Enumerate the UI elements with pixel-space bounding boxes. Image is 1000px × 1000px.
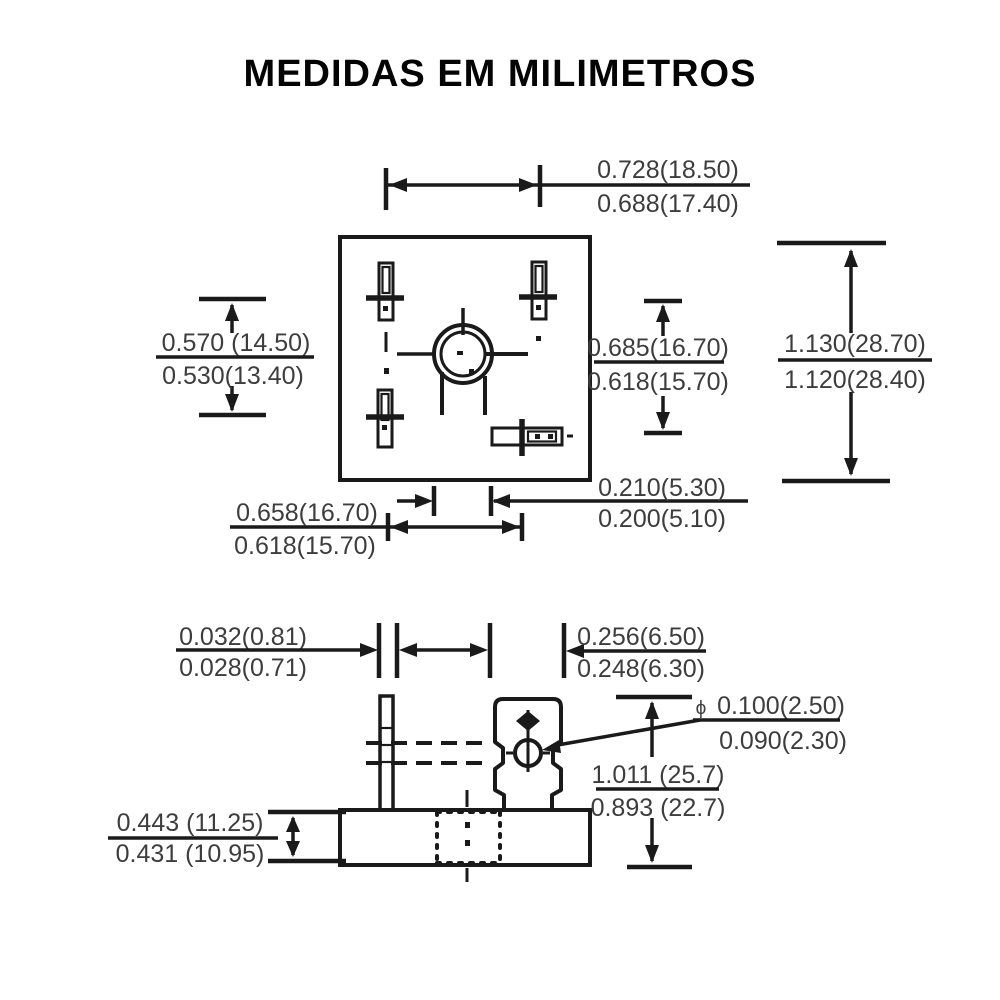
arrowhead-leader	[542, 740, 561, 753]
dim-min-label: 1.120(28.40)	[784, 366, 926, 394]
dim-top-width: 0.728(18.50) 0.688(17.40)	[383, 156, 750, 218]
side-view	[338, 694, 592, 882]
terminal-blade	[490, 426, 564, 447]
hole-center-dot	[457, 351, 463, 355]
terminal-top-right	[519, 260, 557, 341]
terminal-dot	[548, 434, 553, 439]
tab-anchor-diamond	[516, 711, 540, 731]
diameter-symbol: ϕ	[696, 698, 707, 719]
terminal-dot	[382, 425, 387, 430]
terminal-dot	[383, 306, 388, 311]
faston-tab	[493, 697, 563, 810]
dim-max-label: 0.685(16.70)	[587, 334, 729, 362]
dim-max-label: 1.011 (25.7)	[592, 761, 725, 789]
dim-min-label: 0.688(17.40)	[597, 190, 739, 218]
dim-min-label: 0.893 (22.7)	[591, 794, 726, 822]
dim-min-label: 0.200(5.10)	[598, 505, 726, 533]
dim-min-label: 0.248(6.30)	[577, 655, 705, 683]
dim-min-label: 0.618(15.70)	[234, 532, 376, 560]
page-title: MEDIDAS EM MILIMETROS	[244, 53, 757, 95]
dim-min-label: 0.090(2.30)	[719, 727, 847, 755]
arrowhead-down	[656, 412, 670, 430]
terminal-dot	[536, 305, 541, 310]
arrowhead-down	[225, 394, 239, 412]
leader-line	[551, 718, 701, 748]
arrowhead-right	[502, 520, 520, 534]
terminal-blade	[530, 260, 548, 321]
dim-max-label: 0.210(5.30)	[598, 474, 726, 502]
terminal-bottom-right	[490, 419, 573, 456]
arrowhead-right	[470, 643, 488, 657]
arrowhead-left	[399, 643, 417, 657]
left-terminals-centerline	[384, 332, 389, 374]
terminal-top-left	[366, 261, 404, 322]
dim-max-label: 0.032(0.81)	[179, 623, 307, 651]
dim-max-label: 1.130(28.70)	[784, 330, 926, 358]
terminal-slot	[381, 265, 391, 295]
arrowhead-left	[389, 178, 407, 192]
centerline-dot	[465, 822, 470, 828]
arrowhead-right	[519, 178, 537, 192]
arrowhead-down	[645, 845, 659, 863]
dim-min-label: 0.618(15.70)	[587, 368, 729, 396]
lead-pin	[378, 694, 395, 812]
tab-hole	[513, 738, 543, 768]
dim-overall-height: 1.130(28.70) 1.120(28.40)	[777, 240, 932, 484]
top-view	[338, 235, 592, 482]
package-outline	[338, 235, 592, 482]
terminal-slot	[380, 392, 390, 422]
arrowhead-up	[844, 249, 858, 267]
dim-lead-thickness: 0.032(0.81) 0.028(0.71)	[176, 623, 488, 682]
dim-max-label: 0.443 (11.25)	[117, 809, 264, 837]
dim-center-gap: 0.210(5.30) 0.200(5.10)	[397, 474, 748, 533]
arrowhead-up	[645, 701, 659, 719]
dim-min-label: 0.530(13.40)	[162, 362, 304, 390]
dim-tab-width: 0.256(6.50) 0.248(6.30)	[487, 623, 706, 683]
dim-base-height: 0.443 (11.25) 0.431 (10.95)	[108, 809, 346, 868]
center-mounting-hole	[397, 308, 528, 415]
arrowhead-up	[286, 816, 300, 832]
dim-terminal-height: 0.685(16.70) 0.618(15.70)	[587, 298, 729, 436]
terminal-blade	[377, 261, 395, 322]
arrowhead-right	[360, 643, 378, 657]
centerline-dot	[536, 336, 541, 341]
dim-bottom-width: 0.658(16.70) 0.618(15.70)	[230, 499, 525, 560]
arrowhead-right	[415, 494, 433, 508]
arrowhead-up	[656, 304, 670, 322]
arrowhead-left	[566, 644, 584, 658]
centerline-dot	[465, 840, 470, 846]
terminal-bottom-left	[366, 388, 404, 449]
hidden-hole	[435, 790, 502, 882]
body-base	[338, 808, 592, 867]
arrowhead-up	[225, 303, 239, 321]
dim-max-label: 0.658(16.70)	[236, 499, 378, 527]
terminal-dot	[535, 434, 540, 439]
dim-max-label: 0.100(2.50)	[717, 692, 845, 720]
dim-max-label: 0.256(6.50)	[577, 623, 705, 651]
dim-overall-side-height: 1.011 (25.7) 0.893 (22.7)	[591, 694, 726, 870]
dim-left-height: 0.570 (14.50) 0.530(13.40)	[156, 296, 314, 418]
arrowhead-down	[844, 458, 858, 476]
terminal-slot	[534, 264, 544, 294]
dim-max-label: 0.570 (14.50)	[162, 329, 311, 357]
arrowhead-left	[390, 520, 408, 534]
dim-min-label: 0.028(0.71)	[179, 654, 307, 682]
dim-hole-diameter: ϕ 0.100(2.50) 0.090(2.30)	[542, 692, 847, 755]
hole-center-dot	[469, 369, 474, 374]
dim-max-label: 0.728(18.50)	[597, 156, 739, 184]
terminal-slot	[526, 430, 558, 443]
dim-min-label: 0.431 (10.95)	[116, 840, 265, 868]
arrowhead-left	[492, 494, 510, 508]
pin-outline	[378, 694, 395, 812]
arrowhead-down	[286, 841, 300, 857]
centerline-dot	[384, 368, 389, 374]
